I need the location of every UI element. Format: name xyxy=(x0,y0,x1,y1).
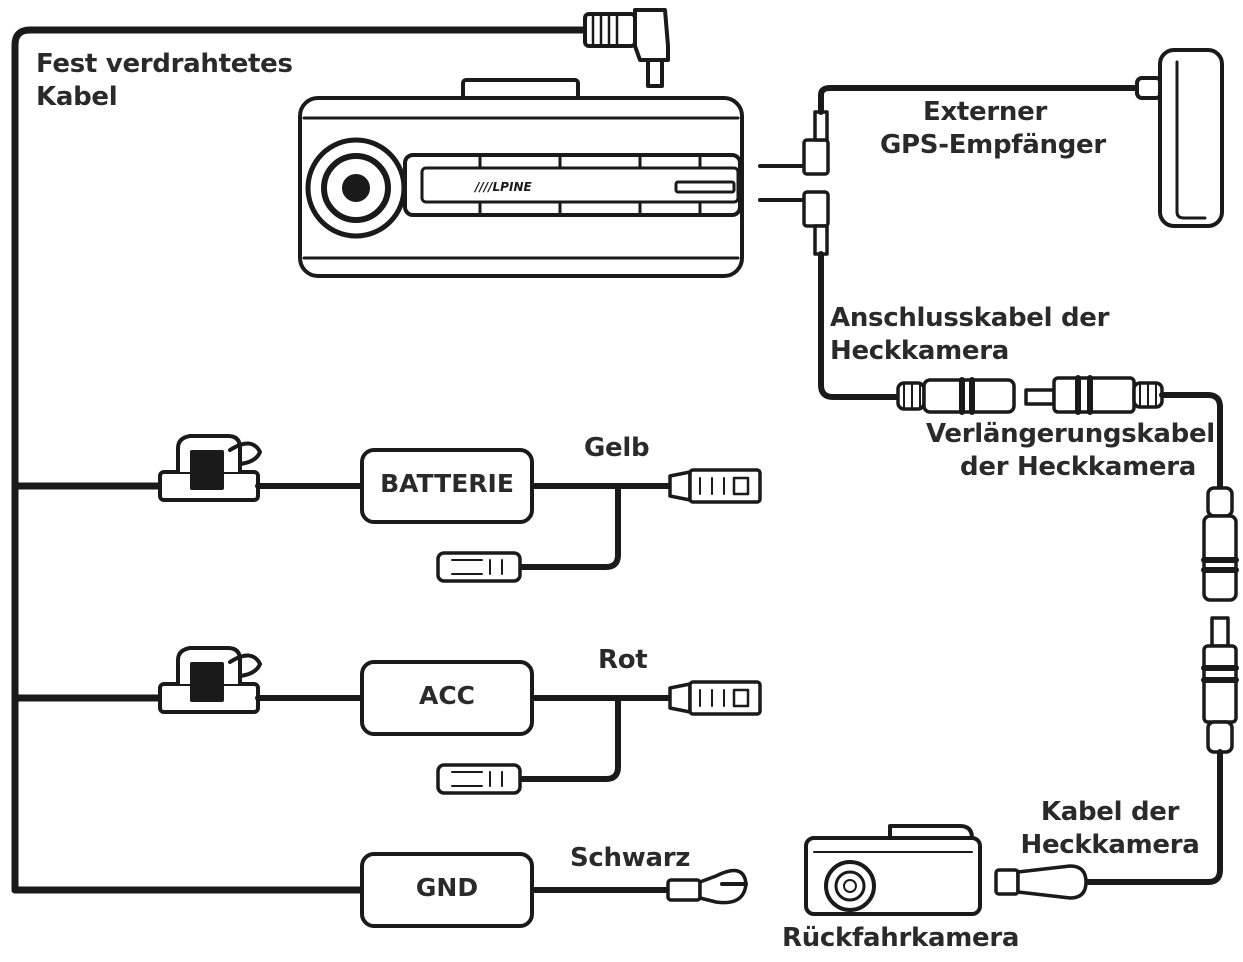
spade-receptacle-acc-icon xyxy=(436,763,522,795)
gps-receiver-icon xyxy=(1135,48,1224,228)
extension-cable xyxy=(1159,392,1223,493)
gnd-box xyxy=(360,852,534,928)
rear-camera-cable-plug-icon xyxy=(994,864,1088,900)
rear-camera-icon xyxy=(804,824,982,916)
rear-camera-plug-icon xyxy=(758,190,830,256)
rca-vertical-male-icon xyxy=(1201,616,1239,754)
dashcam-icon: ////LPINE xyxy=(298,78,744,278)
acc-box-label: ACC xyxy=(418,681,476,710)
wire-color-black: Schwarz xyxy=(570,843,691,873)
rear-camera-label: Rückfahrkamera xyxy=(782,923,1020,953)
rear-camera-connection-cable xyxy=(818,251,903,400)
wire-color-yellow: Gelb xyxy=(584,433,650,463)
battery-wire-c xyxy=(519,483,621,570)
hardwired-cable xyxy=(11,26,589,894)
spade-connector-battery-icon xyxy=(668,468,762,504)
gps-plug-icon xyxy=(758,110,830,176)
spade-receptacle-battery-icon xyxy=(436,551,522,583)
battery-box-label: BATTERIE xyxy=(380,469,514,498)
rear-camera-cable xyxy=(1079,749,1223,885)
extension-cable-label: Verlängerungskabel der Heckkamera xyxy=(926,419,1215,482)
gps-receiver-label: Externer GPS-Empfänger xyxy=(880,97,1106,160)
alpine-logo: ////LPINE xyxy=(473,180,532,194)
rca-female-connector-icon xyxy=(896,377,1016,415)
acc-box xyxy=(360,660,534,736)
gnd-box-label: GND xyxy=(415,873,479,902)
hardwired-cable-label: Fest verdrahtetes Kabel xyxy=(36,49,293,112)
battery-box xyxy=(360,448,534,524)
fuse-tap-battery-icon xyxy=(158,434,262,502)
acc-wire-c xyxy=(519,695,621,782)
ring-terminal-icon xyxy=(666,868,748,905)
spade-connector-acc-icon xyxy=(668,680,762,716)
fuse-tap-acc-icon xyxy=(158,646,262,714)
gps-cable xyxy=(818,85,1143,115)
rear-camera-cable-label: Kabel der Heckkamera xyxy=(1020,797,1200,860)
power-plug-icon xyxy=(583,8,670,88)
wire-color-red: Rot xyxy=(598,645,648,675)
rca-vertical-female-icon xyxy=(1201,486,1239,602)
rca-male-connector-icon xyxy=(1024,375,1164,415)
rear-camera-connection-label: Anschlusskabel der Heckkamera xyxy=(830,303,1110,366)
